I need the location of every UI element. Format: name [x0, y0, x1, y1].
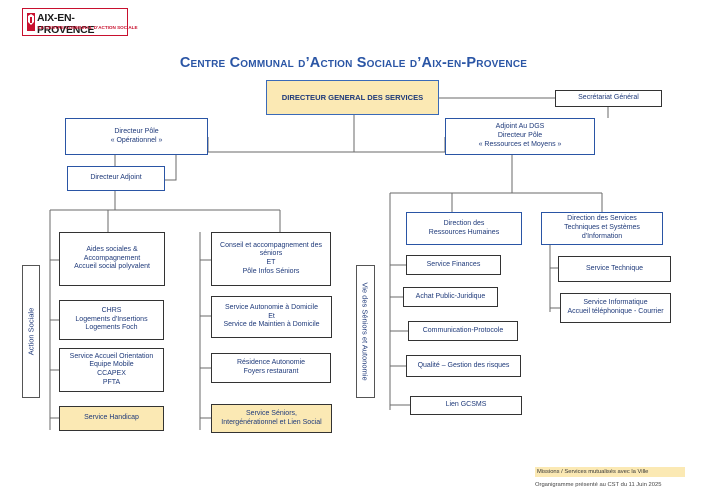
box-text-line: Aides sociales &: [86, 245, 138, 253]
label-box-action-sociale: [22, 265, 40, 398]
logo-subtitle: LE CENTRE COMMUNAL D'ACTION SOCIALE: [38, 25, 138, 30]
box-text-line: Equipe Mobile: [89, 361, 134, 369]
box-text-line: Et: [268, 312, 275, 320]
logo-emblem-icon: [27, 13, 35, 31]
box-text-line: Direction des: [443, 219, 485, 227]
legend-shared-services: Missions / Services mutualisés avec la V…: [535, 467, 685, 477]
footnote: Organigramme présenté au CST du 11 Juin …: [535, 482, 662, 488]
box-text-line: Intergénérationnel et Lien Social: [221, 418, 322, 426]
box-text-line: ET: [266, 259, 276, 266]
box-lien-gcsms: Lien GCSMS: [410, 396, 522, 415]
box-text-line: d'Information: [581, 232, 623, 240]
box-text-line: Achat Public-Juridique: [415, 292, 486, 300]
box-service-handicap: Service Handicap: [59, 406, 164, 431]
box-text-line: Conseil et accompagnement des: [220, 241, 322, 249]
box-text-line: Lien GCSMS: [445, 401, 487, 409]
box-text-line: Service Technique: [585, 264, 644, 272]
box-text-line: séniors: [259, 250, 283, 258]
box-service-finances: Service Finances: [406, 255, 501, 275]
box-text-line: Service de Maintien à Domicile: [223, 321, 320, 329]
city-logo: AIX-EN-PROVENCE LE CENTRE COMMUNAL D'ACT…: [22, 8, 138, 36]
box-text-line: Direction des Services: [567, 215, 637, 223]
box-text-line: Ressources Humaines: [428, 228, 500, 236]
box-text-line: Directeur Adjoint: [90, 174, 142, 182]
logo-name: AIX-EN-PROVENCE: [37, 12, 95, 36]
box-text-line: « Opérationnel »: [110, 136, 163, 144]
box-text-line: Foyers restaurant: [243, 368, 299, 375]
box-text-line: Service Finances: [426, 260, 481, 268]
label-vie-seniors: Vie des Séniors et Autonomie: [360, 282, 370, 381]
box-directeur-adjoint: Directeur Adjoint: [67, 166, 165, 191]
box-text-line: Secrétariat Général: [578, 94, 639, 102]
box-secretariat-general: Secrétariat Général: [555, 90, 662, 107]
box-text-line: Service Accueil Orientation: [69, 352, 154, 360]
box-text-line: Communication-Protocole: [422, 326, 504, 334]
page-title: Centre Communal d’Action Sociale d’Aix-e…: [179, 55, 528, 71]
box-qualite: Qualité – Gestion des risques: [406, 355, 521, 377]
box-text-line: Adjoint Au DGS: [495, 123, 545, 131]
box-text-line: Directeur Pôle: [114, 127, 159, 135]
box-text-line: DIRECTEUR GENERAL DES SERVICES: [281, 92, 424, 102]
box-service-seniors: Service Séniors,Intergénérationnel et Li…: [211, 404, 332, 433]
box-text-line: Pôle Infos Séniors: [242, 267, 300, 275]
label-box-vie-seniors: [356, 265, 375, 398]
box-directeur-pole-operationnel: Directeur Pôle« Opérationnel »: [65, 118, 208, 155]
box-text-line: Accompagnement: [83, 254, 141, 262]
box-text-line: Résidence Autonomie: [236, 359, 306, 367]
box-communication: Communication-Protocole: [408, 321, 518, 341]
label-action-sociale: Action Sociale: [26, 307, 36, 356]
box-text-line: CCAPEX: [97, 370, 126, 377]
box-text-line: Accueil téléphonique - Courrier: [567, 308, 664, 315]
box-text-line: Service Handicap: [84, 414, 139, 422]
box-text-line: PFTA: [102, 378, 121, 386]
box-directeur-general: DIRECTEUR GENERAL DES SERVICES: [266, 80, 439, 115]
box-text-line: Service Séniors,: [246, 409, 297, 417]
box-text-line: Service Informatique: [583, 299, 648, 307]
box-text-line: « Ressources et Moyens »: [478, 140, 562, 148]
box-text-line: Logements Foch: [85, 324, 138, 332]
box-text-line: Qualité – Gestion des risques: [417, 361, 510, 369]
box-text-line: CHRS: [101, 306, 122, 314]
box-text-line: Accueil social polyvalent: [74, 263, 150, 271]
box-service-technique: Service Technique: [558, 256, 671, 282]
box-text-line: Service Autonomie à Domicile: [225, 303, 318, 311]
box-text-line: Logements d'Insertions: [75, 315, 148, 323]
box-text-line: Techniques et Systèmes: [564, 224, 640, 232]
box-achat-public: Achat Public-Juridique: [403, 287, 498, 307]
box-text-line: Directeur Pôle: [497, 132, 543, 140]
